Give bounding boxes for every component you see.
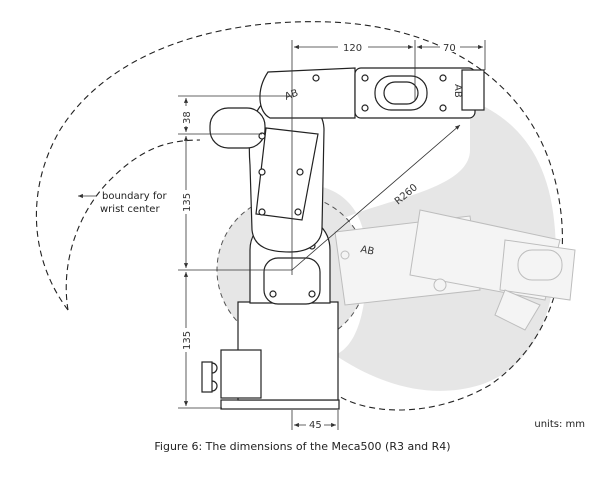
- units-label: units: mm: [534, 419, 585, 430]
- wrist-center-boundary: [35, 21, 563, 411]
- boundary-label-line2: wrist center: [100, 204, 160, 215]
- robot-upper-link: [209, 95, 325, 253]
- vertical-mid-label: 135: [182, 193, 193, 212]
- top-offset-label: 70: [443, 43, 456, 54]
- ghost-arm: AB: [334, 209, 576, 331]
- vertical-bottom-label: 135: [182, 331, 193, 350]
- robot-forearm: AB AB: [259, 67, 485, 119]
- forearm-label: AB: [452, 84, 463, 98]
- vertical-dimensions: 38 135 135: [178, 95, 292, 409]
- ghost-label: AB: [359, 244, 375, 258]
- vertical-top-label: 38: [182, 111, 193, 124]
- boundary-label-line1: boundary for: [102, 191, 167, 202]
- top-dimensions: 120 70: [291, 40, 486, 275]
- boundary-inner-arc: [65, 139, 201, 311]
- base-offset-label: 45: [309, 420, 322, 430]
- top-length-label: 120: [343, 43, 362, 54]
- boundary-annotation: boundary for wrist center: [78, 191, 167, 215]
- figure-caption: Figure 6: The dimensions of the Meca500 …: [154, 440, 451, 453]
- robot-base: [201, 301, 340, 410]
- robot-dimension-diagram: AB AB AB: [35, 21, 576, 430]
- base-offset-dimension: 45: [291, 410, 339, 430]
